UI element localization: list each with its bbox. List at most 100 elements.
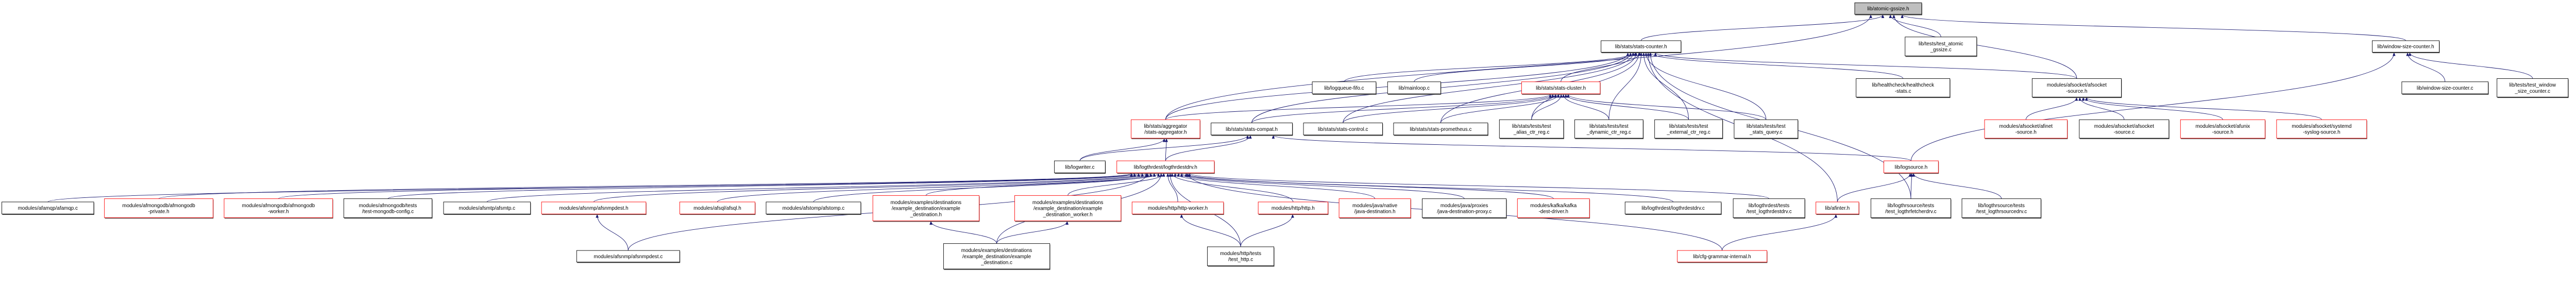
graph-node[interactable]: modules/examples/destinations/example_de… [1014, 195, 1122, 222]
graph-node: lib/atomic-gssize.h [1854, 2, 1922, 15]
graph-node[interactable]: modules/afsnmp/afsnmpdest.c [576, 250, 681, 263]
node-box [1338, 198, 1411, 218]
graph-node[interactable]: modules/afmongodb/tests/test-mongodb-con… [343, 198, 433, 219]
node-label: modules/java/native [1352, 203, 1398, 209]
graph-node[interactable]: lib/stats/tests/test_alias_ctr_reg.c [1499, 119, 1564, 139]
graph-node[interactable]: modules/java/native/java-destination.h [1338, 198, 1412, 219]
node-box [1984, 119, 2068, 139]
node-box [1054, 160, 1106, 173]
node-label: modules/examples/destinations [961, 248, 1032, 254]
node-label: lib/healthcheck/healthcheck [1872, 82, 1934, 88]
graph-node[interactable]: modules/afsocket/afinet-source.h [1984, 119, 2068, 139]
node-box [1856, 78, 1951, 97]
node-label: modules/java/proxies [1440, 203, 1488, 209]
node-label: modules/afsnmp/afsnmpdest.h [559, 206, 628, 211]
node-box [2031, 78, 2122, 97]
graph-node[interactable]: lib/window-size-counter.h [2372, 40, 2440, 54]
node-label: /test_logthrdestdrv.c [1747, 209, 1792, 214]
node-box [1521, 81, 1601, 94]
graph-node[interactable]: modules/afsocket/systemd-syslog-source.h [2276, 119, 2367, 139]
graph-node[interactable]: lib/stats/tests/test_stats_query.c [1734, 119, 1799, 139]
graph-node[interactable]: modules/http/http.h [1258, 201, 1329, 215]
dependency-edge [1171, 173, 1294, 203]
dependency-edge [1654, 52, 2077, 79]
dependency-edge [1166, 173, 1178, 202]
graph-node[interactable]: lib/logthrdest/logthrdestdrv.c [1624, 201, 1722, 215]
node-box [766, 201, 861, 214]
graph-node[interactable]: lib/logthrsource/tests/test_logthrsource… [1961, 198, 2042, 219]
graph-node[interactable]: lib/stats/stats-control.c [1303, 123, 1383, 136]
node-label: modules/afmongodb/tests [359, 203, 417, 209]
node-box [343, 198, 433, 218]
dependency-edge [594, 173, 1148, 203]
graph-node[interactable]: lib/stats/stats-compat.h [1211, 123, 1293, 136]
node-label: modules/afsocket/afinet [1999, 124, 2053, 129]
graph-node[interactable]: modules/afsocket/afsocket-source.h [2031, 78, 2122, 98]
dependency-edge [929, 221, 997, 244]
graph-node[interactable]: lib/stats/stats-counter.h [1601, 40, 1682, 54]
node-label: /test-mongodb-config.c [362, 209, 414, 214]
graph-node[interactable]: modules/afsocket/afsocket-source.c [2079, 119, 2170, 139]
node-label: _destination.h [910, 212, 942, 217]
dependency-edge [1562, 94, 1609, 120]
dependency-edge [1645, 52, 1767, 120]
graph-node[interactable]: lib/logsource.h [1884, 160, 1939, 174]
graph-node[interactable]: modules/kafka/kafka-dest-driver.h [1517, 198, 1590, 219]
dependency-edge [1892, 14, 2077, 79]
graph-node[interactable]: modules/http/tests/test_http.c [1207, 246, 1275, 267]
graph-node[interactable]: modules/examples/destinations/example_de… [943, 243, 1050, 270]
graph-node[interactable]: modules/afsocket/afunix-source.h [2180, 119, 2266, 139]
graph-node[interactable]: modules/java/proxies/java-destination-pr… [1422, 198, 1507, 219]
graph-node[interactable]: lib/tests/test_window_size_counter.c [2497, 78, 2569, 98]
graph-node[interactable]: lib/mainloop.c [1387, 81, 1442, 95]
node-box [1677, 250, 1768, 262]
graph-node[interactable]: modules/afsnmp/afsnmpdest.h [541, 201, 647, 215]
graph-node[interactable]: modules/examples/destinations/example_de… [872, 195, 980, 222]
node-label: lib/logthrsource/tests [1888, 203, 1934, 209]
graph-node[interactable]: modules/afsql/afsql.h [679, 201, 756, 215]
node-label: modules/http/http-worker.h [1148, 206, 1208, 211]
graph-node[interactable]: lib/stats/tests/test_dynamic_ctr_reg.c [1574, 119, 1644, 139]
graph-node[interactable]: modules/afstomp/afstomp.c [766, 201, 861, 215]
graph-node[interactable]: modules/afamqp/afamqp.c [2, 201, 94, 215]
graph-node[interactable]: modules/http/http-worker.h [1131, 201, 1224, 215]
node-label: lib/logthrdest/tests [1749, 203, 1790, 209]
node-label: _destination.c [980, 260, 1012, 266]
graph-node[interactable]: lib/healthcheck/healthcheck-stats.c [1856, 78, 1951, 98]
dependency-edge [1640, 14, 1885, 41]
graph-node[interactable]: lib/stats/aggregator/stats-aggregator.h [1131, 119, 1201, 139]
graph-node[interactable]: lib/stats/stats-cluster.h [1521, 81, 1601, 95]
graph-node[interactable]: lib/logthrdest/logthrdestdrv.h [1116, 160, 1215, 174]
dependency-edge [1188, 173, 1770, 199]
graph-node[interactable]: lib/logwriter.c [1054, 160, 1106, 174]
node-box [1207, 246, 1275, 266]
node-label: lib/afinter.h [1825, 206, 1850, 211]
node-label: /java-destination-proxy.c [1437, 209, 1492, 214]
graph-node[interactable]: lib/stats/stats-prometheus.c [1393, 123, 1488, 136]
node-label: -private.h [148, 209, 170, 214]
graph-node[interactable]: lib/window-size-counter.c [2401, 81, 2489, 95]
graph-node[interactable]: lib/logthrsource/tests/test_logthrfetche… [1870, 198, 1952, 219]
dependency-edge [387, 173, 1140, 199]
graph-node[interactable]: lib/afinter.h [1816, 201, 1859, 215]
node-label: lib/logthrsource/tests [1978, 203, 2025, 209]
graph-node[interactable]: modules/afmongodb/afmongodb-private.h [104, 198, 214, 219]
graph-node[interactable]: lib/logthrdest/tests/test_logthrdestdrv.… [1733, 198, 1806, 219]
node-box [1574, 119, 1643, 139]
node-box [872, 195, 979, 222]
graph-node[interactable]: modules/afmongodb/afmongodb-worker.h [224, 198, 333, 219]
graph-node[interactable]: lib/cfg-grammar-internal.h [1677, 250, 1768, 263]
node-label: lib/window-size-counter.h [2377, 44, 2434, 50]
graph-node[interactable]: lib/stats/tests/test_external_ctr_reg.c [1654, 119, 1723, 139]
graph-node[interactable]: lib/tests/test_atomic_gssize.c [1905, 37, 1977, 57]
dependency-edge [1165, 14, 1872, 120]
dependency-edge [2025, 97, 2078, 120]
dependency-edge [1251, 94, 1554, 123]
graph-node[interactable]: modules/afsmtp/afsmtp.c [443, 201, 531, 215]
dependency-edge [1910, 173, 1913, 199]
dependency-edge [1240, 214, 1294, 247]
node-label: -stats.c [1895, 89, 1911, 94]
node-label: lib/stats/tests/test [1669, 124, 1708, 129]
graph-node[interactable]: lib/logqueue-fifo.c [1312, 81, 1377, 95]
dependency-edge [2406, 52, 2446, 82]
